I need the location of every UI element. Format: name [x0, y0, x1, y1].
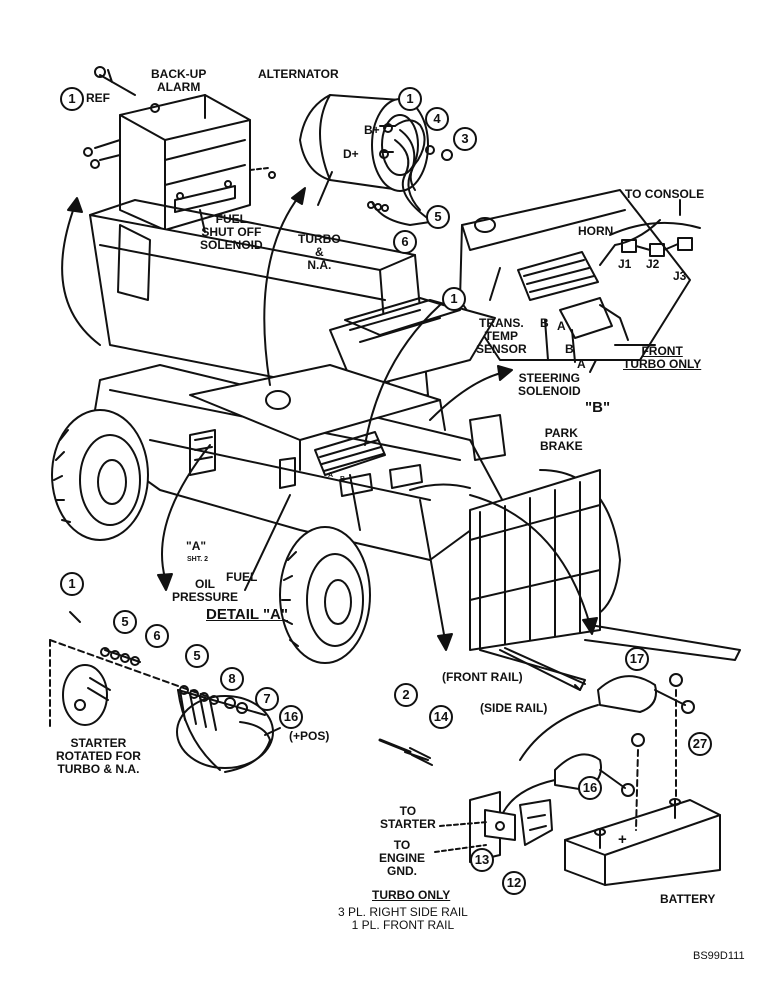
callout-1-ref: 1 — [60, 87, 84, 111]
callout-1-detail: 1 — [442, 287, 466, 311]
telehandler-machine — [51, 199, 741, 691]
label-a-low: A — [577, 357, 586, 371]
label-trans-temp-sensor: TRANS. TEMP SENSOR — [476, 316, 527, 356]
label-b-left: B — [540, 316, 549, 330]
callout-6-starter: 6 — [145, 624, 169, 648]
callout-17: 17 — [625, 647, 649, 671]
callout-5-starter-a: 5 — [113, 610, 137, 634]
label-d-plus: D+ — [343, 147, 359, 161]
label-b-mid: B — [565, 342, 574, 356]
callout-8: 8 — [220, 667, 244, 691]
drawing-code: BS99D111 — [693, 950, 745, 962]
label-sht2: SHT. 2 — [187, 556, 209, 563]
label-to-starter: TO STARTER — [380, 804, 436, 831]
label-b-quote: "B" — [585, 399, 611, 416]
callout-27: 27 — [688, 732, 712, 756]
label-a-small: A — [328, 472, 334, 479]
label-park-brake: PARK BRAKE — [540, 426, 583, 453]
alternator-assembly — [299, 94, 453, 226]
callout-12: 12 — [502, 871, 526, 895]
label-alternator: ALTERNATOR — [258, 67, 339, 81]
label-front-turbo-only: FRONT TURBO ONLY — [623, 344, 702, 371]
label-detail-a: DETAIL "A" — [206, 606, 289, 623]
label-ref: REF — [86, 91, 110, 105]
label-horn: HORN — [578, 224, 614, 238]
leader-arrows — [61, 187, 598, 651]
label-side-rail: (SIDE RAIL) — [480, 701, 548, 715]
label-fuel-shutoff-solenoid: FUEL SHUT OFF SOLENOID — [200, 212, 263, 252]
label-backup-alarm: BACK-UP ALARM — [151, 67, 207, 94]
label-rail-note: 3 PL. RIGHT SIDE RAIL 1 PL. FRONT RAIL — [338, 905, 468, 932]
label-battery: BATTERY — [660, 892, 716, 906]
callout-16-battery: 16 — [578, 776, 602, 800]
callout-14: 14 — [429, 705, 453, 729]
label-turbo-only: TURBO ONLY — [372, 888, 451, 902]
label-starter-rotated: STARTER ROTATED FOR TURBO & N.A. — [56, 736, 141, 776]
callout-7: 7 — [255, 687, 279, 711]
front-left-tire — [279, 526, 371, 664]
label-b-small: B — [340, 476, 346, 483]
starter-detail — [49, 611, 281, 773]
label-a-mid: A — [557, 319, 566, 333]
callout-1-starter: 1 — [60, 572, 84, 596]
callout-1-alternator: 1 — [398, 87, 422, 111]
label-b-plus: B+ — [364, 123, 380, 137]
label-to-console: TO CONSOLE — [625, 187, 705, 201]
callout-5-alternator: 5 — [426, 205, 450, 229]
label-fuel: FUEL — [226, 570, 258, 584]
front-console-assembly — [459, 189, 701, 373]
callout-2: 2 — [394, 683, 418, 707]
label-j3: J3 — [673, 269, 687, 283]
label-oil-pressure: OIL PRESSURE — [172, 577, 239, 604]
label-j1: J1 — [618, 257, 632, 271]
callout-5-starter-b: 5 — [185, 644, 209, 668]
callout-4: 4 — [425, 107, 449, 131]
callout-16-starter: 16 — [279, 705, 303, 729]
fork-carriage — [469, 469, 741, 691]
callout-6-alternator: 6 — [393, 230, 417, 254]
callout-3: 3 — [453, 127, 477, 151]
label-steering-solenoid: STEERING SOLENOID — [518, 371, 581, 398]
battery-detail — [378, 673, 721, 886]
label-front-rail: (FRONT RAIL) — [442, 670, 523, 684]
rear-left-tire — [51, 409, 149, 541]
label-battery-plus: + — [618, 831, 627, 848]
backup-alarm-assembly — [83, 66, 276, 233]
label-to-engine-gnd: TO ENGINE GND. — [379, 838, 426, 878]
callout-13: 13 — [470, 848, 494, 872]
label-pos: (+POS) — [289, 729, 330, 743]
label-j2: J2 — [646, 257, 660, 271]
label-a-quote: "A" — [186, 539, 207, 553]
label-turbo-na: TURBO & N.A. — [298, 232, 341, 272]
